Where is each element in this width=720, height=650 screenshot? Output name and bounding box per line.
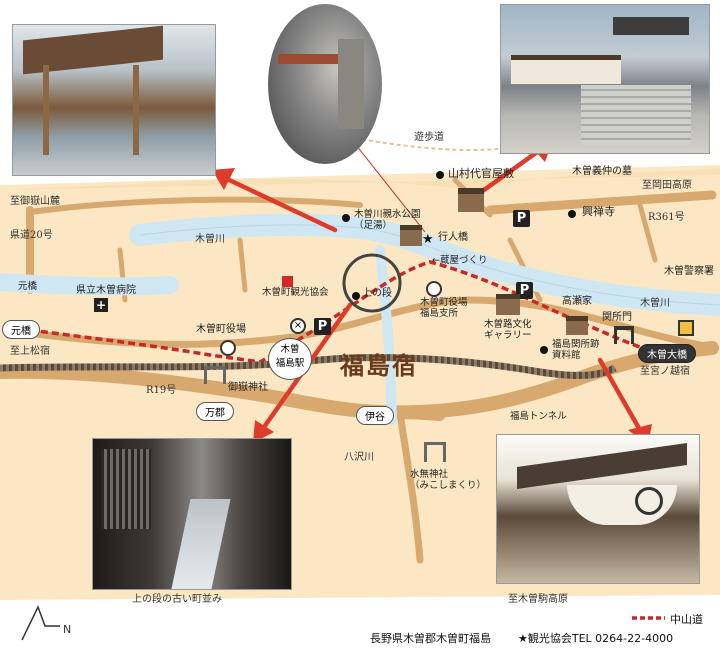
label-hospital: 県立木曽病院 [76,285,136,296]
house-icon [496,294,520,315]
label-mitake-shrine: 御嶽神社 [228,382,268,393]
hospital-icon: + [94,298,108,312]
star-marker: ★ [422,232,434,247]
arrowhead-rest-house [212,168,235,190]
monument-stone [338,39,364,129]
label-sakaya-dukuri: ←蔵屋づくり [432,255,488,266]
ring-town-office-branch [426,281,442,297]
parking-icon: P [513,210,530,227]
road-south [396,408,424,564]
footer-tel: ★観光協会TEL 0264-22-4000 [518,632,674,645]
label-yamamura: 山村代官屋敷 [448,167,514,180]
label-town-office-branch: 木曽町役場 福島支所 [420,297,468,319]
river-hassawa [375,245,397,425]
arrow-to-sekisho [597,357,643,433]
dot-sekisho-museum [540,346,548,354]
crest-icon [635,487,663,515]
badge-kiso-ohashi: 木曽大橋 [638,344,696,363]
photo-daikan-yashiki [500,4,710,154]
road-upper [27,196,363,215]
ring-town-office [220,340,236,356]
label-to-agematsu: 至上松宿 [10,346,50,357]
footer-address: 長野県木曽郡木曽町福島 [370,632,491,645]
river-kiso-west [0,273,179,296]
uenodan-circle [342,253,402,313]
label-to-okada: 至岡田高原 [642,180,692,191]
label-takase: 高瀬家 [562,296,592,307]
house-icon [566,316,588,335]
label-bunka-gallery: 木曽路文化 ギャラリー [484,319,532,341]
pointer-to-monument [355,144,426,233]
label-to-miyanokoshi: 至宮ノ越宿 [640,366,690,377]
nakasendo-route [29,260,651,364]
crossing-icon: × [290,318,306,334]
bridge-railing [278,54,338,64]
label-town-office: 木曽町役場 [196,324,246,335]
label-motohashi: 元橋 [18,281,38,292]
photo-rest-house [12,24,216,176]
label-kiso-river: 木曽川 [195,234,225,245]
torii-icon [424,442,446,462]
label-pref-road-20: 県道20号 [10,230,53,241]
label-tunnel: 福島トンネル [510,411,567,422]
label-r361: R361号 [648,212,685,223]
badge-motohashi: 元橋 [2,320,40,339]
wall [511,55,621,84]
label-kozenji: 興禅寺 [582,205,615,218]
label-hassawa: 八沢川 [344,452,374,463]
road-mid-2 [237,237,248,293]
torii-icon [204,366,226,384]
north-arrow-icon [21,605,60,641]
police-icon [678,320,694,336]
photo-stone-monument [268,4,382,164]
northern-terrain [0,168,720,190]
stairs [581,85,691,145]
label-yoshinaka-grave: 木曽義仲の墓 [572,166,632,177]
gate-icon [614,326,634,344]
label-r19: R19号 [146,385,177,396]
dot-uenodan [352,292,360,300]
photo-sekisho [496,434,700,584]
arrow-to-rest-house [222,175,338,233]
house-icon [458,188,484,212]
label-sekishomon: 関所門 [602,312,632,323]
building-roof [517,443,687,489]
parking-icon: P [314,318,331,335]
dot-kozenji [568,210,576,218]
dot-shinsui [342,214,350,222]
pavilion-pillar [133,65,139,155]
label-sekisho-museum: 福島関所跡 資料館 [552,339,600,361]
house-icon [400,225,422,246]
gate-roof [613,17,689,35]
arrowhead-old-street [253,420,274,443]
label-mizunashi: 水無神社 （みこしまくり） [410,469,487,491]
label-shinsui-park: 木曽川親水公園 （足湯） [354,209,421,231]
badge-iya: 伊谷 [356,406,394,425]
label-kiso-river-east: 木曽川 [640,298,670,309]
railway [0,353,617,379]
lattice-wall [101,449,151,529]
badge-manto: 万郡 [196,402,234,421]
dot-yamamura [436,171,444,179]
label-uenodan: 上の段 [362,288,392,299]
photo-old-street [92,438,292,590]
badge-station: 木曽 福島駅 [268,338,312,380]
parking-icon: P [516,282,533,299]
label-to-ontake: 至御嶽山麓 [10,196,60,207]
label-walkway: 遊歩道 [414,132,444,143]
road-mid-4 [637,202,658,263]
waterway [171,499,231,589]
kankou-marker [282,276,293,287]
label-gyonin-bashi: 行人橋 [438,232,468,243]
label-to-kaida: 至木曽駒高原 [508,594,568,605]
label-kankou: 木曽町観光協会 [262,287,329,298]
label-police: 木曽警察署 [664,266,714,277]
north-letter: N [63,623,71,636]
page-title: 福島宿 [340,351,418,380]
road-r361 [485,190,717,215]
label-photo-caption: 上の段の古い町並み [132,594,222,605]
pavilion-pillar [43,65,49,155]
legend-nakasendo: 中山道 [670,613,703,626]
